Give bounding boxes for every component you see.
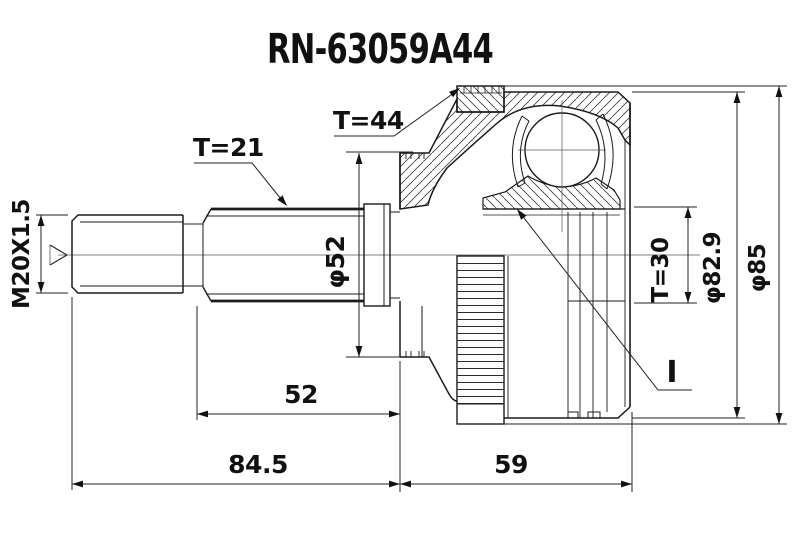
label-spline-teeth: T=21 (193, 133, 287, 206)
boot-groove-neck-top (405, 153, 425, 159)
part-number-title: RN-63059A44 (267, 25, 493, 73)
cage (511, 113, 614, 190)
dimension-body-length (400, 412, 633, 492)
dimension-thread (36, 214, 68, 294)
joint-body (399, 85, 631, 425)
abs-ring-section (456, 85, 505, 113)
thread-spec-label: M20X1.5 (9, 199, 35, 309)
bell-back-face (399, 153, 423, 357)
bell-lower-outline (400, 351, 631, 419)
centerline (49, 244, 700, 266)
body-diameter-label: φ82.9 (700, 232, 726, 304)
inner-race-bore (483, 208, 625, 302)
dimension-inner-spline (634, 206, 697, 304)
threaded-stub (71, 214, 204, 294)
ball-crosshair (518, 100, 606, 232)
boot-diameter-label: φ52 (321, 236, 350, 289)
dimension-spline-length (196, 306, 401, 492)
dimension-outer-diameter (457, 85, 787, 425)
bell-mouth-edges (507, 103, 631, 418)
spline-teeth-label: T=21 (193, 133, 264, 162)
abs-ring-side-view (456, 255, 505, 425)
inner-race-mark: I (666, 355, 677, 390)
spline-shaft (202, 207, 364, 303)
stub-length-label: 84.5 (228, 450, 288, 479)
body-length-label: 59 (494, 450, 528, 479)
dimension-boot-diameter (346, 151, 413, 358)
spline-length-label: 52 (284, 380, 318, 409)
inner-spline-label: T=30 (648, 238, 674, 303)
dimension-stub-length (71, 297, 400, 490)
outer-diameter-label: φ85 (745, 244, 771, 293)
abs-teeth-label: T=44 (333, 106, 404, 135)
snap-ring-collar (363, 203, 400, 307)
label-inner-race: I (516, 208, 692, 391)
dimension-body-diameter (632, 91, 745, 419)
label-abs-teeth: T=44 (333, 88, 460, 137)
